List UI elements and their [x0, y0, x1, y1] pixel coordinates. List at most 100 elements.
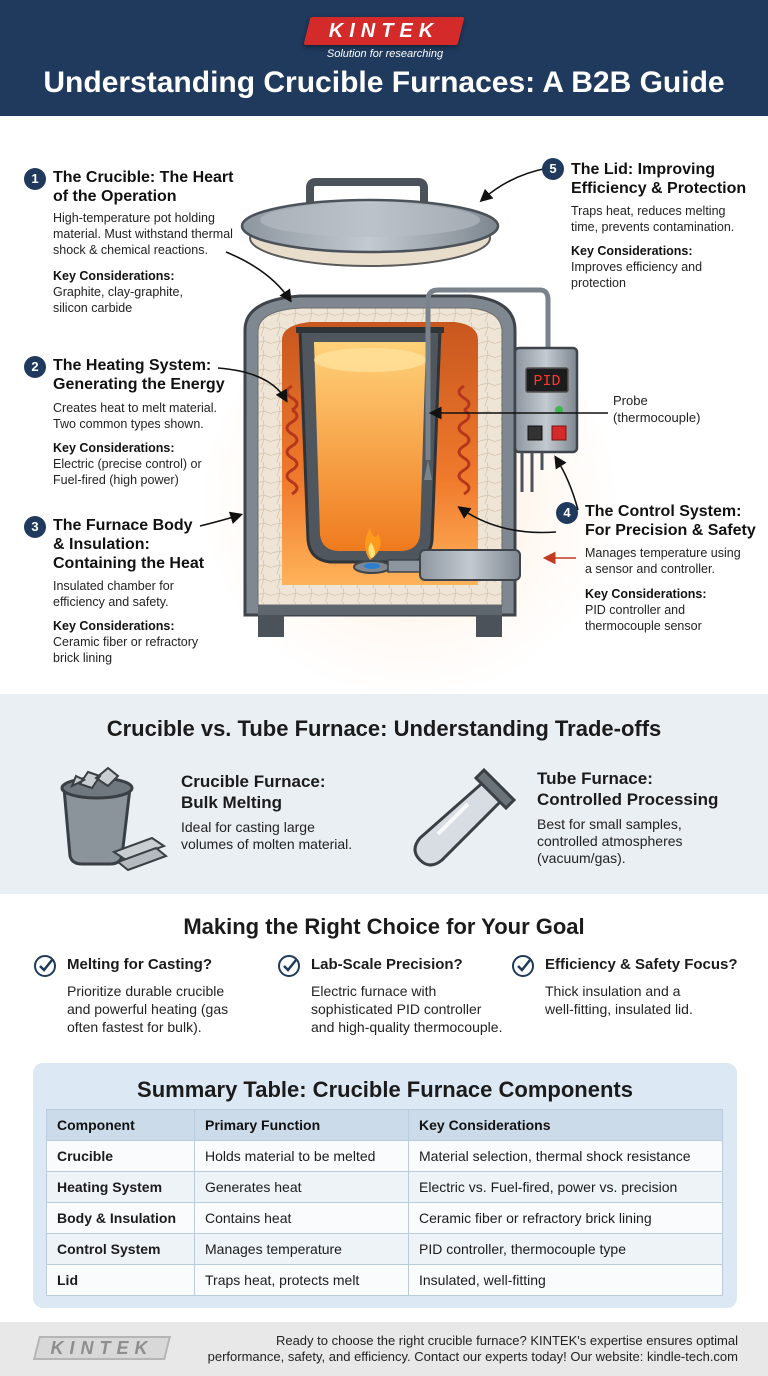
check-circle-icon: [512, 955, 534, 977]
table-cell: Crucible: [46, 1140, 195, 1172]
heating-title-line2: Generating the Energy: [53, 376, 225, 393]
choice-3-title: Efficiency & Safety Focus?: [545, 956, 738, 973]
table-cell: Insulated, well-fitting: [408, 1264, 723, 1296]
body-title-line2: & Insulation:: [53, 536, 150, 553]
body-title-line1: The Furnace Body: [53, 517, 193, 534]
table-cell: Lid: [46, 1264, 195, 1296]
table-cell: Electric vs. Fuel-fired, power vs. preci…: [408, 1171, 723, 1203]
footer-line1: Ready to choose the right crucible furna…: [275, 1333, 738, 1348]
control-key-line1: PID controller and: [585, 603, 686, 617]
heating-key-line1: Electric (precise control) or: [53, 457, 202, 471]
probe-label-line1: Probe: [613, 393, 648, 408]
crucible-desc-line2: material. Must withstand thermal: [53, 227, 233, 241]
heating-key-label: Key Considerations:: [53, 441, 175, 455]
footer-text: Ready to choose the right crucible furna…: [180, 1333, 738, 1365]
crucible-furnace-desc-line2: volumes of molten material.: [181, 836, 353, 852]
body-key-line1: Ceramic fiber or refractory: [53, 635, 199, 649]
choice-1-desc-line3: often fastest for bulk).: [67, 1019, 202, 1035]
table-cell: PID controller, thermocouple type: [408, 1233, 723, 1265]
table-header: Primary Function: [194, 1109, 409, 1141]
table-header: Key Considerations: [408, 1109, 723, 1141]
footer-line2: performance, safety, and efficiency. Con…: [207, 1349, 738, 1364]
tube-furnace-icon: [413, 767, 517, 867]
table-cell: Contains heat: [194, 1202, 409, 1234]
kintek-logo: KINTEK: [328, 20, 440, 42]
heating-coil-right-icon: [457, 384, 471, 496]
check-circle-icon: [278, 955, 300, 977]
tube-furnace-desc-line2: controlled atmospheres: [537, 833, 683, 849]
choice-2-desc-line2: sophisticated PID controller: [311, 1001, 482, 1017]
choice-1-desc-line2: and powerful heating (gas: [67, 1001, 229, 1017]
summary-table: Component Primary Function Key Considera…: [46, 1109, 723, 1296]
probe-label-line2: (thermocouple): [613, 410, 701, 425]
body-desc-line2: efficiency and safety.: [53, 595, 169, 609]
control-key-line2: thermocouple sensor: [585, 619, 702, 633]
crucible-title-line2: of the Operation: [53, 188, 177, 205]
choice-3-desc-line1: Thick insulation and a: [545, 983, 681, 999]
control-title-line2: For Precision & Safety: [585, 522, 756, 539]
table-cell: Heating System: [46, 1171, 195, 1203]
table-row: Crucible Holds material to be melted Mat…: [46, 1140, 723, 1172]
control-box-group: [513, 346, 579, 492]
tube-furnace-title-line2: Controlled Processing: [537, 790, 719, 809]
heating-key-line2: Fuel-fired (high power): [53, 473, 179, 487]
arrow-lid: [479, 167, 549, 203]
control-desc-line1: Manages temperature using: [585, 546, 741, 560]
lid-key-line2: protection: [571, 276, 626, 290]
table-cell: Manages temperature: [194, 1233, 409, 1265]
crucible-group: [296, 327, 444, 564]
control-title-line1: The Control System:: [585, 503, 742, 520]
table-cell: Generates heat: [194, 1171, 409, 1203]
body-key-line2: brick lining: [53, 651, 113, 665]
table-cell: Ceramic fiber or refractory brick lining: [408, 1202, 723, 1234]
table-cell: Traps heat, protects melt: [194, 1264, 409, 1296]
lid-desc-line2: time, prevents contamination.: [571, 220, 735, 234]
table-cell: Holds material to be melted: [194, 1140, 409, 1172]
summary-table-title: Summary Table: Crucible Furnace Componen…: [137, 1077, 633, 1102]
table-cell: Material selection, thermal shock resist…: [408, 1140, 723, 1172]
footer-logo: KINTEK: [50, 1338, 154, 1358]
control-desc-line2: a sensor and controller.: [585, 562, 715, 576]
arrow-control-crucible: [457, 506, 557, 534]
heating-coil-left-icon: [285, 384, 299, 496]
heating-title-line1: The Heating System:: [53, 357, 212, 374]
table-header: Component: [46, 1109, 195, 1141]
lid-handle-icon: [306, 178, 428, 208]
lid-desc-line1: Traps heat, reduces melting: [571, 204, 726, 218]
lid-key-label: Key Considerations:: [571, 244, 693, 258]
crucible-title-line1: The Crucible: The Heart: [53, 169, 234, 186]
arrow-control-box: [554, 455, 579, 511]
body-title-line3: Containing the Heat: [53, 555, 205, 572]
comparison-title: Crucible vs. Tube Furnace: Understanding…: [106, 716, 662, 741]
choice-3-desc-line2: well-fitting, insulated lid.: [545, 1001, 693, 1017]
crucible-bucket-icon: [60, 766, 169, 872]
step-number-3: 3: [24, 516, 46, 538]
lid-group: [240, 178, 500, 267]
table-row: Heating System Generates heat Electric v…: [46, 1171, 723, 1203]
choice-title: Making the Right Choice for Your Goal: [183, 914, 585, 939]
choice-2-desc-line3: and high-quality thermocouple.: [311, 1019, 503, 1035]
choice-2-desc-line1: Electric furnace with: [311, 983, 437, 999]
crucible-key-line1: Graphite, clay-graphite,: [53, 285, 183, 299]
crucible-desc-line1: High-temperature pot holding: [53, 211, 215, 225]
lid-title-line1: The Lid: Improving: [571, 161, 715, 178]
tube-furnace-desc-line1: Best for small samples,: [537, 816, 682, 832]
table-cell: Body & Insulation: [46, 1202, 195, 1234]
check-circle-icon: [34, 955, 56, 977]
logo-tagline: Solution for researching: [326, 48, 444, 60]
table-row: Control System Manages temperature PID c…: [46, 1233, 723, 1265]
probe-label: Probe (thermocouple): [613, 392, 700, 426]
control-key-label: Key Considerations:: [585, 587, 707, 601]
choice-1-desc-line1: Prioritize durable crucible: [67, 983, 225, 999]
crucible-key-line2: silicon carbide: [53, 301, 133, 315]
table-row: Lid Traps heat, protects melt Insulated,…: [46, 1264, 723, 1296]
tube-furnace-desc-line3: (vacuum/gas).: [537, 850, 626, 866]
step-number-4: 4: [556, 502, 578, 524]
crucible-desc-line3: shock & chemical reactions.: [53, 243, 208, 257]
heating-desc-line1: Creates heat to melt material.: [53, 401, 217, 415]
crucible-furnace-desc-line1: Ideal for casting large: [181, 819, 315, 835]
step-number-1: 1: [24, 168, 46, 190]
heating-desc-line2: Two common types shown.: [53, 417, 204, 431]
choice-2-title: Lab-Scale Precision?: [311, 956, 463, 973]
crucible-furnace-title-line1: Crucible Furnace:: [181, 772, 326, 791]
